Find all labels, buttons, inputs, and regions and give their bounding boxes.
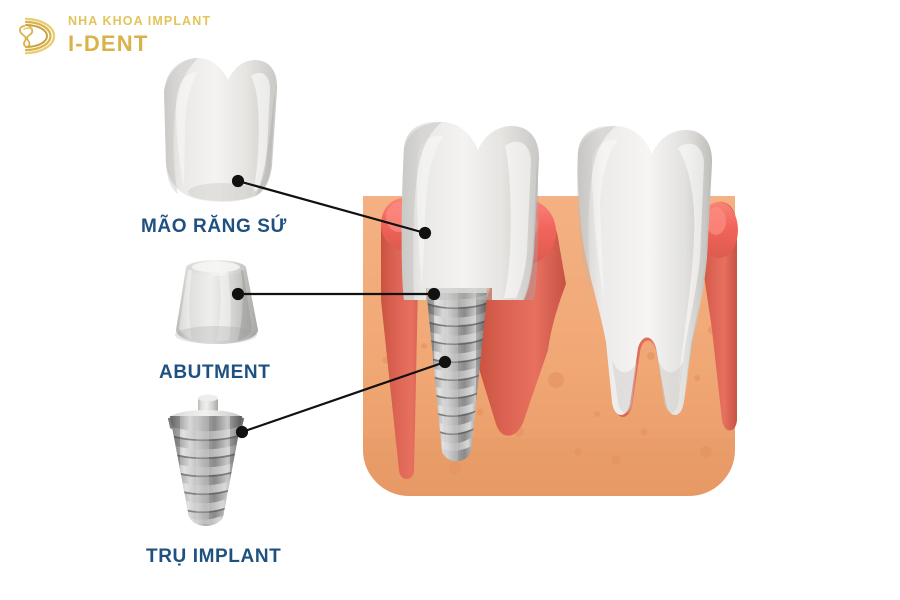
brand-logo: NHA KHOA IMPLANT I-DENT xyxy=(12,8,242,64)
brand-tagline: NHA KHOA IMPLANT xyxy=(68,14,212,29)
leader-lines xyxy=(231,174,452,439)
leader-line-implant xyxy=(235,355,452,439)
label-crown: MÃO RĂNG SỨ xyxy=(141,216,287,237)
tooth-logo-icon xyxy=(12,11,62,61)
label-abutment: ABUTMENT xyxy=(159,362,271,383)
label-implant: TRỤ IMPLANT xyxy=(146,546,282,567)
abutment-part-illustration xyxy=(175,260,258,344)
brand-name: I-DENT xyxy=(68,31,149,57)
implant-part-illustration xyxy=(168,394,244,526)
brand-text: NHA KHOA IMPLANT I-DENT xyxy=(68,14,212,57)
leader-line-crown xyxy=(231,174,432,240)
leader-line-abutment xyxy=(231,287,441,301)
crown-part-illustration xyxy=(164,58,278,202)
implant-crown-tooth xyxy=(401,121,540,301)
natural-molar-tooth xyxy=(577,125,713,416)
